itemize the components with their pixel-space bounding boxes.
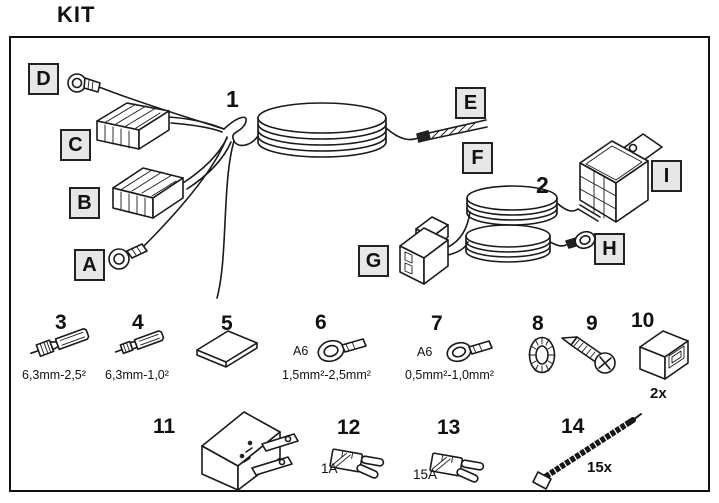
part-14-quantity: 15x (587, 459, 613, 476)
connection-label-i: I (651, 160, 682, 192)
part-12-fuse-drawing (329, 448, 385, 479)
connection-label-h: H (594, 233, 625, 265)
connector-g (399, 216, 449, 285)
part-6-drawing (317, 338, 367, 363)
part-3-number: 3 (55, 311, 67, 334)
part-13-rating: 15A (413, 467, 438, 482)
connection-label-b: B (69, 187, 100, 219)
loose-wire-ends (385, 119, 488, 143)
part-5-number: 5 (221, 312, 233, 335)
part-8-number: 8 (532, 312, 544, 335)
harness-1-coil (257, 102, 387, 158)
part-14-number: 14 (561, 415, 585, 438)
part-10-drawing (639, 330, 689, 380)
ring-terminal-d (67, 73, 101, 93)
part-5-drawing (196, 330, 258, 368)
connection-label-a: A (74, 249, 105, 281)
part-3-drawing (30, 327, 90, 358)
connection-label-g: G (358, 245, 389, 277)
part-10-quantity: 2x (650, 385, 667, 402)
part-6-size-code: A6 (293, 344, 309, 358)
page-title: KIT (57, 2, 96, 27)
part-14-cable-tie-drawing (532, 413, 642, 490)
harness-1-drawing (67, 73, 488, 299)
part-6-caption: 1,5mm²-2,5mm² (282, 368, 371, 382)
connection-label-d: D (28, 63, 59, 95)
part-7-number: 7 (431, 312, 443, 335)
harness-1-number: 1 (226, 86, 239, 112)
part-4-drawing (114, 330, 165, 355)
part-11-relay-drawing (201, 411, 299, 491)
part-8-drawing (528, 336, 556, 374)
connector-c (96, 102, 170, 150)
part-4-caption: 6,3mm-1,0² (105, 368, 169, 382)
part-6-number: 6 (315, 311, 327, 334)
part-12-rating: 1A (321, 461, 338, 476)
part-10-number: 10 (631, 309, 655, 332)
harness-2-upper-coil (466, 185, 601, 226)
ring-terminal-h (565, 230, 596, 250)
part-9-number: 9 (586, 312, 598, 335)
harness-2-drawing (399, 133, 663, 285)
ring-terminal-a (108, 243, 148, 270)
part-12-number: 12 (337, 416, 361, 439)
part-9-drawing (561, 336, 616, 374)
part-7-size-code: A6 (417, 345, 433, 359)
part-13-fuse-drawing (429, 452, 485, 483)
connection-label-c: C (60, 129, 91, 161)
part-7-drawing (446, 340, 493, 363)
part-3-caption: 6,3mm-2,5² (22, 368, 86, 382)
connection-label-f: F (462, 142, 493, 174)
connection-label-e: E (455, 87, 486, 119)
part-4-number: 4 (132, 311, 144, 334)
harness-2-lower-coil (465, 224, 567, 263)
connector-b (112, 167, 184, 219)
relay-holder-i (579, 133, 663, 223)
part-7-caption: 0,5mm²-1,0mm² (405, 368, 494, 382)
part-13-number: 13 (437, 416, 461, 439)
part-11-number: 11 (153, 415, 176, 438)
harness-2-number: 2 (536, 172, 549, 198)
